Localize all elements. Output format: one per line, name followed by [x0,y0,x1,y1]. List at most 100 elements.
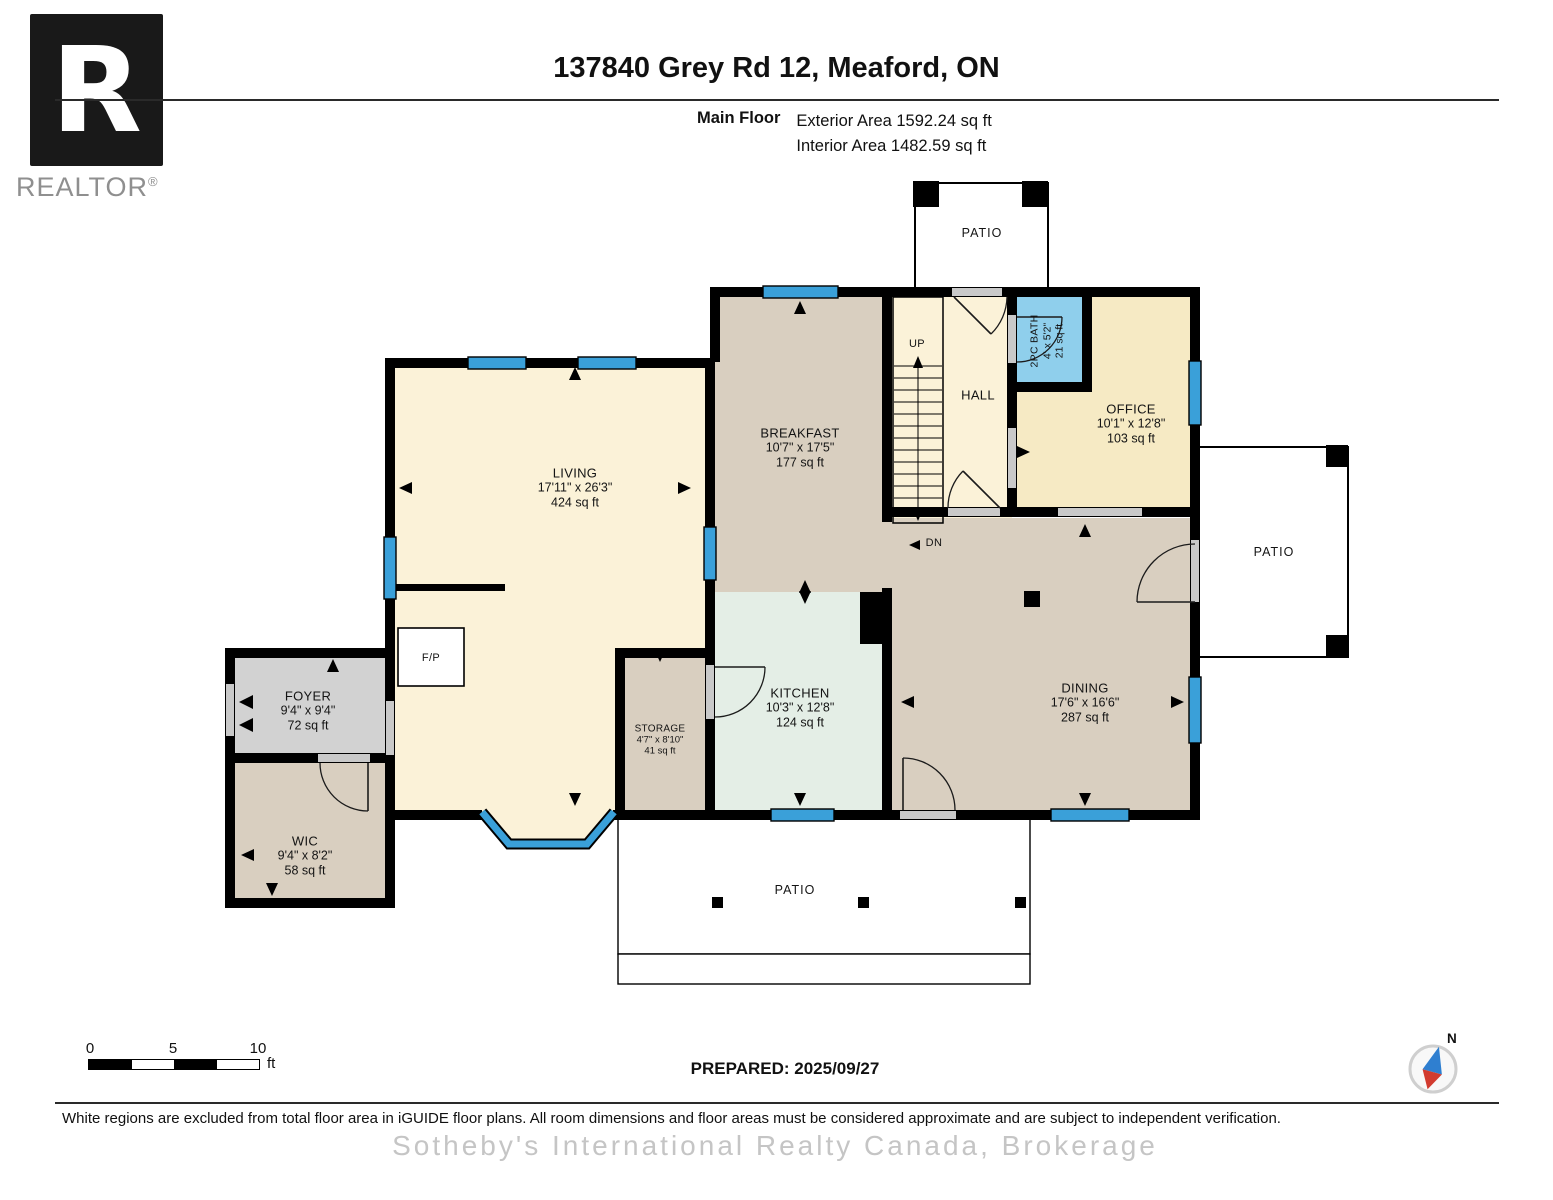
entry-door-gap [226,684,234,736]
arrow [678,482,691,494]
arrow [1079,524,1091,537]
room-label-dining: DINING 17'6" x 16'6" 287 sq ft [1050,680,1120,725]
door-swings [319,296,1196,812]
window [383,536,397,600]
scale-unit: ft [267,1055,276,1072]
bath-door-gap [1008,315,1016,363]
arrow [901,696,914,708]
arrow [569,793,581,806]
page-title: 137840 Grey Rd 12, Meaford, ON [553,52,1000,84]
bay-window-area [482,810,613,845]
bay-window [479,809,617,848]
room-label-office: OFFICE 10'1" x 12'8" 103 sq ft [1096,401,1166,446]
window [1188,360,1202,426]
dining-column [1024,591,1040,607]
north-label: N [1447,1031,1457,1046]
stairs-dn-label: DN [925,537,943,549]
scale-tick-5: 5 [168,1040,178,1057]
stairs [892,296,944,524]
scale-bar-strip [88,1059,260,1070]
office-opening [1008,428,1016,488]
compass [1408,1044,1458,1094]
arrow [799,580,811,593]
stairs-down-arrow [913,509,923,521]
patio-top-label: PATIO [961,226,1003,240]
room-label-wic: WIC 9'4" x 8'2" 58 sq ft [277,833,333,878]
stairs-up-arrow [913,356,923,368]
arrow [1017,446,1030,458]
arrow [241,849,254,861]
patio-door-gap [952,288,1002,296]
exterior-area: Exterior Area 1592.24 sq ft [796,112,992,130]
arrow [654,649,666,662]
floor-summary: Main Floor Exterior Area 1592.24 sq ft I… [697,109,992,159]
room-label-bath: 2PC BATH 4' x 5'2" 21 sq ft [1028,314,1066,368]
brokerage-watermark: Sotheby's International Realty Canada, B… [392,1130,1158,1161]
hall-door-gap [948,508,1000,516]
scale-tick-10: 10 [249,1040,267,1057]
scale-bar: 0 5 10 ft [85,1040,388,1080]
living-partial-wall [390,584,505,591]
window [467,356,527,370]
patio-right [1197,445,1349,658]
wic-area [230,758,388,901]
arrow [569,367,581,380]
arrow [239,695,253,709]
realtor-logo: R [30,14,163,166]
foyer-area [230,653,388,758]
wic-door-gap [318,754,370,762]
hall-door [962,470,1001,509]
door-openings [226,288,1199,819]
room-areas [230,296,1195,901]
patio-top-door [953,296,992,335]
window [703,526,717,581]
compass-needle-south [1422,1069,1442,1090]
storage-door-gap [706,665,714,719]
storage-area [620,653,710,813]
window [1050,808,1130,822]
window [1188,676,1202,744]
arrow [799,591,811,604]
compass-needle-north [1422,1046,1442,1075]
arrow [1171,696,1184,708]
stairs-up-label: UP [908,338,926,350]
prepared-date: PREPARED: 2025/09/27 [690,1059,880,1078]
scale-tick-0: 0 [85,1040,95,1057]
room-label-living: LIVING 17'11" x 26'3" 424 sq ft [537,465,613,510]
floor-name: Main Floor [697,109,781,127]
fireplace [397,627,465,687]
dining-cased-opening [1058,508,1142,516]
patio-slider-gap [1191,540,1199,602]
arrow [266,883,278,896]
breakfast-area [714,296,886,592]
arrow [1079,793,1091,806]
kitchen-area [714,592,886,813]
header-divider [55,99,1499,101]
room-label-hall: HALL [961,387,995,403]
bath-area [1012,296,1088,388]
arrow [794,301,806,314]
arrow [794,793,806,806]
realtor-wordmark: REALTOR® [16,172,159,202]
patio-bottom-label: PATIO [774,883,816,897]
interior-area: Interior Area 1482.59 sq ft [796,137,987,155]
realtor-logo-letter: R [51,21,142,159]
registered-mark: ® [148,174,159,189]
footer-divider [55,1102,1499,1104]
window [762,285,839,299]
arrow [239,718,253,732]
windows [383,285,1202,850]
window [770,808,835,822]
arrow [399,482,412,494]
fireplace-label: F/P [421,652,441,664]
dining-area [886,518,1195,813]
patio-bottom [617,817,1031,985]
hall-area [886,296,1012,518]
foyer-living-opening [386,701,394,755]
room-label-foyer: FOYER 9'4" x 9'4" 72 sq ft [280,688,336,733]
arrow [909,540,920,550]
arrow [327,659,339,672]
room-label-kitchen: KITCHEN 10'3" x 12'8" 124 sq ft [765,685,835,730]
